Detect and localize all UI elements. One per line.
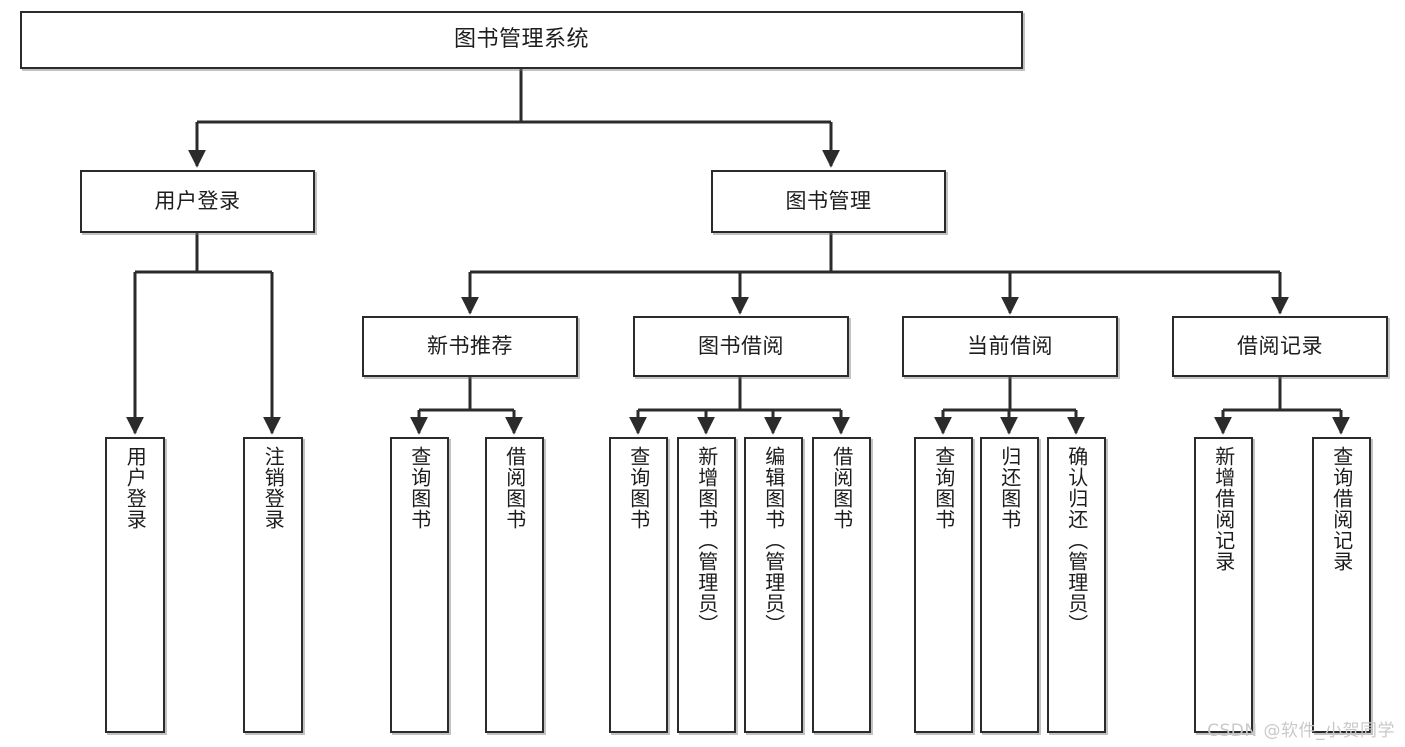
leaf-borrow-book-recommend[interactable]: 借阅图书: [485, 437, 544, 733]
leaf-add-borrow-record[interactable]: 新增借阅记录: [1194, 437, 1253, 733]
leaf-confirm-return-admin[interactable]: 确认归还（管理员）: [1047, 437, 1106, 733]
node-label: 查询图书: [407, 446, 432, 530]
leaf-return-book[interactable]: 归还图书: [980, 437, 1039, 733]
node-label: 新书推荐: [427, 334, 513, 359]
node-label: 用户登录: [154, 189, 241, 214]
node-label: 查询图书: [626, 446, 651, 530]
node-label: 借阅记录: [1237, 334, 1323, 359]
node-book-borrow[interactable]: 图书借阅: [633, 316, 849, 377]
leaf-borrow-book[interactable]: 借阅图书: [812, 437, 871, 733]
node-label: 图书管理: [785, 189, 872, 214]
leaf-user-login[interactable]: 用户登录: [105, 437, 165, 733]
node-label: 确认归还（管理员）: [1064, 446, 1089, 635]
node-label: 当前借阅: [967, 334, 1053, 359]
node-user-login[interactable]: 用户登录: [80, 170, 315, 233]
node-label: 图书管理系统: [453, 27, 589, 53]
node-label: 归还图书: [997, 446, 1022, 530]
node-label: 新增借阅记录: [1211, 446, 1236, 572]
node-label: 借阅图书: [502, 446, 527, 530]
leaf-add-book-admin[interactable]: 新增图书（管理员）: [677, 437, 736, 733]
leaf-query-borrow-record[interactable]: 查询借阅记录: [1312, 437, 1371, 733]
node-borrow-record[interactable]: 借阅记录: [1172, 316, 1388, 377]
leaf-query-book-borrow[interactable]: 查询图书: [609, 437, 668, 733]
node-label: 新增图书（管理员）: [694, 446, 719, 635]
node-book-management[interactable]: 图书管理: [711, 170, 946, 233]
node-label: 注销登录: [261, 446, 286, 530]
node-label: 查询借阅记录: [1329, 446, 1354, 572]
node-label: 查询图书: [931, 446, 956, 530]
node-label: 借阅图书: [829, 446, 854, 530]
node-root-book-management-system[interactable]: 图书管理系统: [20, 11, 1023, 69]
csdn-watermark: CSDN @软件_小贺同学: [1207, 721, 1395, 741]
leaf-edit-book-admin[interactable]: 编辑图书（管理员）: [744, 437, 803, 733]
node-label: 编辑图书（管理员）: [761, 446, 786, 635]
node-current-borrow[interactable]: 当前借阅: [902, 316, 1118, 377]
leaf-logout-login[interactable]: 注销登录: [243, 437, 303, 733]
node-new-book-recommend[interactable]: 新书推荐: [362, 316, 578, 377]
node-label: 用户登录: [123, 446, 148, 530]
leaf-query-book-recommend[interactable]: 查询图书: [390, 437, 449, 733]
node-label: 图书借阅: [698, 334, 784, 359]
leaf-query-book-current[interactable]: 查询图书: [914, 437, 973, 733]
